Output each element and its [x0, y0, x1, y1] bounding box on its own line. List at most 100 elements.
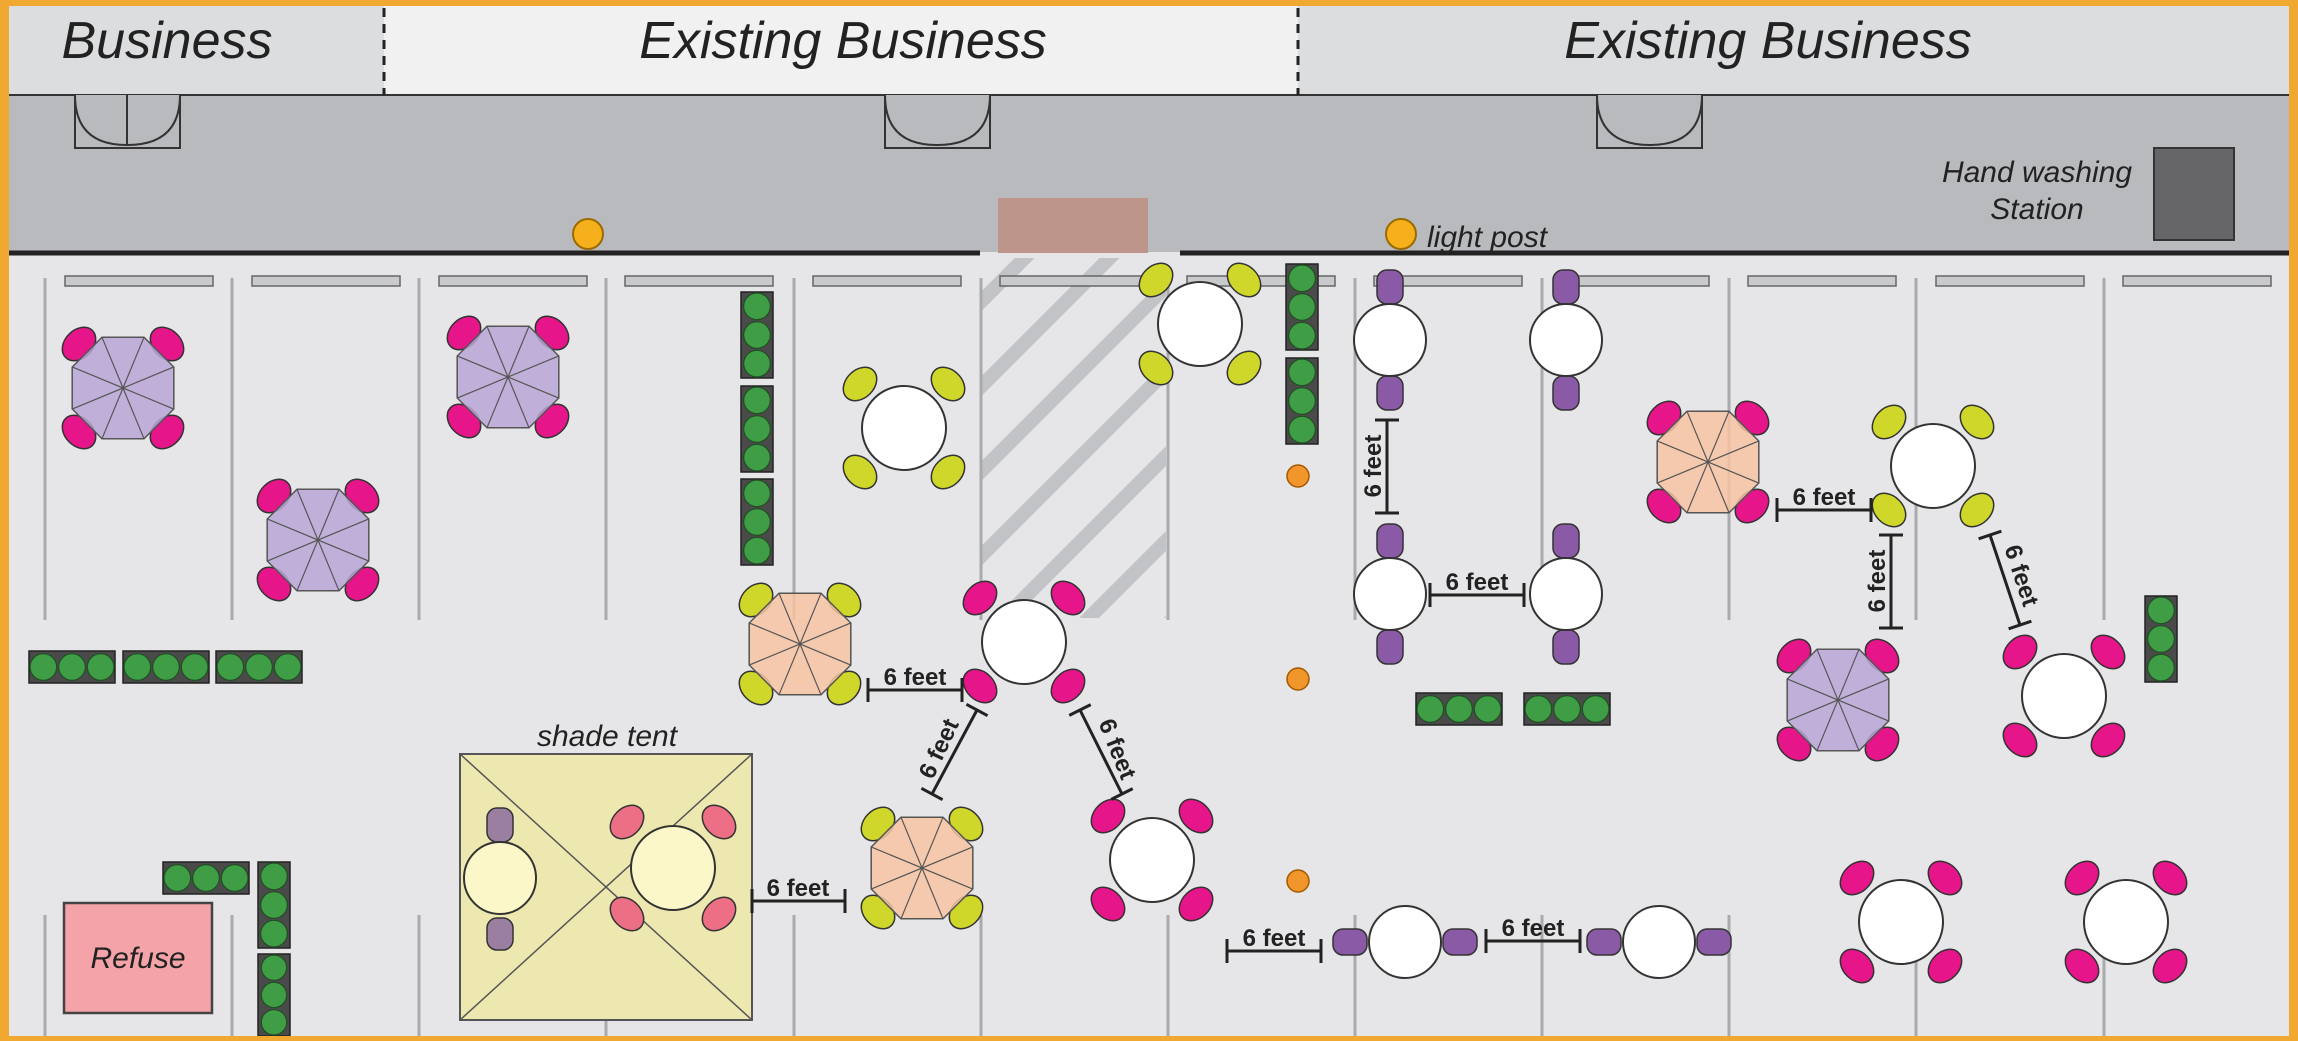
plant [1416, 695, 1445, 723]
chair [1050, 580, 1086, 616]
wheel-stop [1560, 275, 1710, 287]
table-top [1109, 817, 1195, 903]
light-post [1385, 218, 1417, 250]
plant [180, 653, 209, 681]
chair [2002, 634, 2038, 670]
planter [1285, 263, 1319, 351]
dining-table [2002, 634, 2126, 758]
plant [1553, 695, 1581, 723]
table-top [1622, 905, 1696, 979]
chair [1178, 886, 1214, 922]
planter [215, 650, 303, 684]
chair [486, 917, 514, 951]
chair [1138, 350, 1174, 386]
hand-washing-label: Hand washing [1942, 156, 2132, 189]
wheel-stop [624, 275, 774, 287]
wheel-stop [2122, 275, 2272, 287]
chair [1442, 928, 1478, 956]
table-top [1353, 303, 1427, 377]
table-top [1858, 879, 1944, 965]
six-feet-label: 6 feet [1793, 484, 1856, 511]
chair [1050, 668, 1086, 704]
six-feet-marker: 6 feet [1360, 418, 1399, 515]
door [1596, 94, 1703, 149]
curb-ramp [998, 198, 1148, 253]
wheel-stop [438, 275, 588, 287]
chair [1839, 948, 1875, 984]
table-top [2021, 653, 2107, 739]
dining-table [1090, 798, 1214, 922]
chair [1871, 404, 1907, 440]
chair [1376, 523, 1404, 559]
plant [1288, 293, 1316, 321]
plant [2147, 625, 2175, 653]
chair [1376, 375, 1404, 411]
plant [2147, 596, 2175, 625]
plant [152, 653, 180, 681]
dining-table [1776, 638, 1900, 762]
wheel-stop [251, 275, 401, 287]
plant [260, 919, 288, 948]
plant [1473, 695, 1502, 723]
plant [1581, 695, 1610, 723]
plant [1288, 264, 1316, 293]
chair [2152, 860, 2188, 896]
chair [1871, 492, 1907, 528]
parking-bumpers [64, 275, 2272, 287]
dining-table [1529, 269, 1603, 411]
dining-table [1871, 404, 1995, 528]
plant [2147, 653, 2175, 682]
plant [1445, 695, 1473, 723]
plant [743, 443, 771, 472]
hand-washing-station [2153, 147, 2235, 241]
ramp-hatch-area [982, 258, 1166, 618]
dining-table [61, 326, 185, 450]
dining-table [1138, 262, 1262, 386]
chair [962, 580, 998, 616]
table-top [861, 385, 947, 471]
planter [740, 478, 774, 566]
shade-tent-label: shade tent [537, 720, 679, 753]
planter [1415, 692, 1503, 726]
plant [1524, 695, 1553, 723]
plant [743, 349, 771, 378]
wheel-stop [999, 275, 1149, 287]
six-feet-marker: 6 feet [1864, 533, 1903, 630]
chair [1586, 928, 1622, 956]
plant [29, 653, 58, 681]
chair [701, 896, 737, 932]
refuse-area [62, 901, 214, 1015]
plant [743, 415, 771, 443]
plant [86, 653, 115, 681]
chair [2002, 722, 2038, 758]
storefront-middle-highlight [384, 6, 1298, 95]
chair [1552, 629, 1580, 665]
table-top [1890, 423, 1976, 509]
plant [743, 386, 771, 415]
plant [1288, 321, 1316, 350]
plant [260, 862, 288, 891]
plant [1288, 387, 1316, 415]
planter [257, 861, 291, 949]
plant [220, 864, 249, 892]
six-feet-marker: 6 feet [1775, 484, 1873, 522]
bollard [1286, 464, 1310, 488]
planters [28, 263, 2178, 1037]
plant [260, 1009, 288, 1036]
chair [2090, 634, 2126, 670]
wheel-stop [812, 275, 962, 287]
plant [123, 653, 152, 681]
dining-table [1353, 269, 1427, 411]
chair [486, 807, 514, 843]
table-top [1353, 557, 1427, 631]
dining-table [842, 366, 966, 490]
plant [743, 479, 771, 508]
table-top [1529, 557, 1603, 631]
six-feet-marker: 6 feet [866, 664, 964, 702]
dining-table [1529, 523, 1603, 665]
plant [192, 864, 220, 892]
dining-table [1839, 860, 1963, 984]
six-feet-marker: 6 feet [1428, 569, 1526, 607]
chair [930, 454, 966, 490]
